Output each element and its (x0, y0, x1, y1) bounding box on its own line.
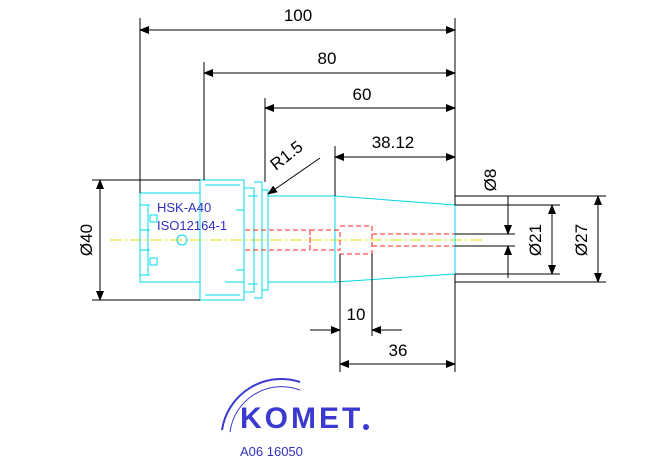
dim-radius-label: R1.5 (267, 137, 307, 174)
hidden-bore (245, 225, 455, 255)
interface-note: HSK-A40 (157, 200, 211, 215)
dim-60: 60 (264, 85, 456, 182)
dim-dia-8-label: Ø8 (481, 169, 500, 192)
dim-dia-27-label: Ø27 (572, 224, 591, 256)
standard-note: ISO12164-1 (157, 218, 227, 233)
dim-60-label: 60 (353, 85, 372, 104)
logo-arc-inner (229, 386, 301, 433)
brand-logo: KOMET (221, 378, 369, 435)
dim-38: 38.12 (334, 133, 456, 196)
dim-dia-27: Ø27 (455, 195, 606, 283)
dim-dia-21: Ø21 (455, 204, 560, 275)
dim-radius: R1.5 (267, 137, 321, 195)
dim-10-label: 10 (347, 305, 366, 324)
dim-dia-8: Ø8 (455, 169, 515, 278)
dim-dia-21-label: Ø21 (526, 224, 545, 256)
dim-38-label: 38.12 (372, 133, 415, 152)
dim-dia-40-label: Ø40 (77, 224, 96, 256)
dim-dia-40: Ø40 (77, 179, 200, 301)
logo-registered-mark (363, 424, 369, 430)
article-code: A06 16050 (240, 444, 303, 459)
dim-100-label: 100 (284, 6, 312, 25)
logo-arc-outer (221, 378, 301, 431)
dim-80-label: 80 (318, 49, 337, 68)
dim-80: 80 (203, 49, 456, 180)
dim-100: 100 (139, 6, 456, 205)
dim-36: 36 (339, 274, 456, 372)
brand-name: KOMET (240, 402, 363, 435)
dim-36-label: 36 (389, 341, 408, 360)
dim-10: 10 (310, 254, 402, 372)
